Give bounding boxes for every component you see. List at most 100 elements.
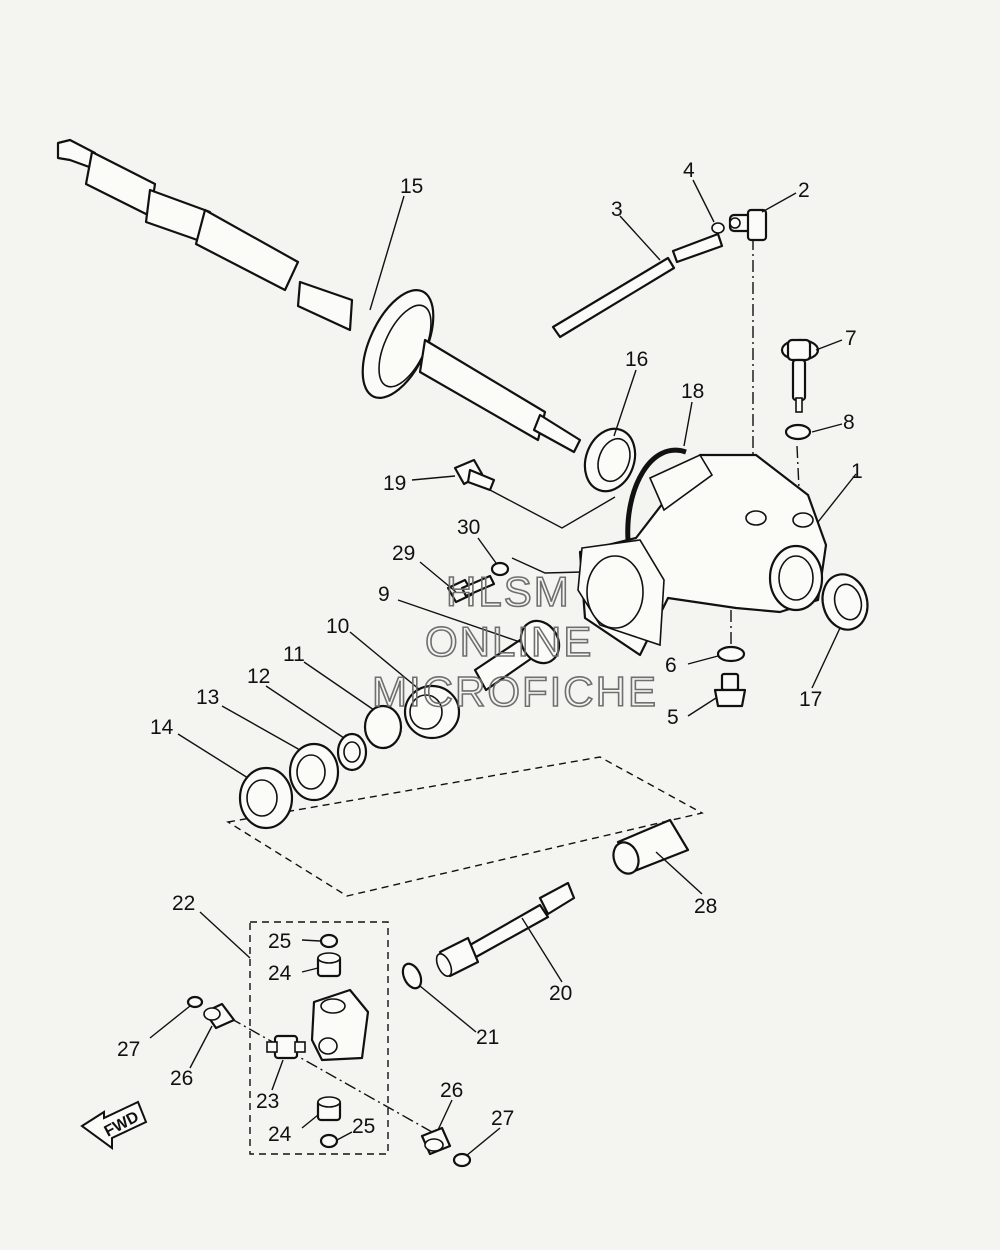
callout-15: 15: [400, 175, 423, 198]
leader-30: [477, 537, 497, 564]
circlip-25-bottom: [319, 1133, 339, 1149]
guide-line-bolt-29: [511, 557, 583, 574]
callout-28: 28: [694, 895, 717, 918]
leader-17: [811, 627, 841, 689]
callout-4: 4: [683, 159, 695, 182]
guide-line-bolt-19: [489, 489, 616, 529]
rear-axle-shaft: [56, 138, 582, 454]
callout-17: 17: [799, 688, 822, 711]
callout-21: 21: [476, 1026, 499, 1049]
drive-pinion-gear: [473, 619, 561, 692]
bearing-10: [403, 684, 461, 740]
bearing-cup-24-top: [316, 952, 342, 978]
callout-14: 14: [150, 716, 174, 739]
leader-14: [177, 733, 249, 779]
leader-26-right: [437, 1099, 453, 1131]
leader-23: [271, 1059, 284, 1091]
leader-15: [369, 195, 405, 311]
leader-18: [683, 401, 693, 447]
callout-3: 3: [611, 198, 623, 221]
callout-6: 6: [665, 654, 677, 677]
circlip-27-left: [186, 995, 204, 1009]
fwd-arrow-icon: FWD: [80, 1100, 148, 1150]
bearing-cup-26-right: [420, 1126, 452, 1156]
yoke: [310, 988, 370, 1062]
vent-hose: [551, 256, 676, 339]
leader-27-right: [465, 1127, 501, 1157]
breather-plug: [780, 338, 820, 413]
watermark-line-3: MICROFICHE: [372, 668, 658, 715]
watermark-line-1: HLSM: [446, 568, 571, 615]
gasket-18: [625, 447, 687, 541]
leader-27-left: [149, 1005, 191, 1039]
gasket-washer-6: [716, 645, 746, 663]
leader-2: [761, 192, 797, 213]
circlip-25-top: [319, 933, 339, 949]
vent-fitting: [728, 208, 768, 242]
bearing-13: [288, 742, 340, 802]
callout-26-left: 26: [170, 1067, 193, 1090]
leader-8: [811, 423, 843, 433]
callout-30: 30: [457, 516, 480, 539]
guide-outline-shaft-20: [226, 756, 704, 897]
callout-18: 18: [681, 380, 704, 403]
hose-clip: [711, 222, 725, 234]
leader-12: [265, 685, 345, 739]
leader-20: [521, 917, 563, 983]
leader-16: [613, 369, 637, 437]
leader-13: [221, 705, 301, 751]
callout-27-right: 27: [491, 1107, 514, 1130]
callout-27-left: 27: [117, 1038, 140, 1061]
coupling-sleeve-28: [612, 818, 690, 875]
watermark: HLSM ONLINE MICROFICHE: [371, 567, 658, 716]
leader-21: [419, 985, 477, 1033]
oil-seal-16: [583, 427, 637, 493]
guide-line-ujoint: [229, 1017, 433, 1133]
leader-9: [397, 599, 521, 643]
callout-22: 22: [172, 892, 195, 915]
leader-29: [419, 561, 457, 593]
universal-joint-kit-box: [249, 921, 389, 1155]
oil-seal-17: [821, 573, 869, 631]
leader-26-left: [189, 1025, 213, 1069]
leader-1: [817, 473, 857, 523]
leader-19: [411, 475, 456, 481]
bearing-cup-26-left: [203, 1002, 236, 1030]
callout-16: 16: [625, 348, 648, 371]
callout-26-right: 26: [440, 1079, 463, 1102]
callout-25-top: 25: [268, 930, 291, 953]
bearing-12: [336, 732, 368, 772]
callout-9: 9: [378, 583, 390, 606]
callout-1: 1: [851, 460, 863, 483]
watermark-line-2: ONLINE: [425, 618, 593, 665]
callout-23: 23: [256, 1090, 279, 1113]
callout-11: 11: [283, 643, 305, 666]
leader-5: [687, 697, 717, 717]
callout-20: 20: [549, 982, 572, 1005]
leader-4: [692, 179, 715, 223]
propeller-shaft-20: [435, 881, 576, 978]
vent-hose-short: [671, 232, 724, 264]
callout-8: 8: [843, 411, 855, 434]
leader-3: [619, 215, 661, 261]
leader-24-bottom: [301, 1114, 319, 1129]
circlip-21: [401, 962, 423, 990]
washer-30: [490, 561, 510, 577]
leader-22: [199, 911, 251, 959]
bearing-cup-24-bottom: [316, 1096, 342, 1122]
callout-2: 2: [798, 179, 810, 202]
leader-11: [303, 661, 375, 711]
final-gear-case: [577, 453, 828, 657]
o-ring-8: [784, 423, 812, 441]
leader-6: [687, 655, 719, 665]
o-ring-11: [363, 704, 403, 750]
bolt-29: [446, 574, 496, 604]
callout-24-top: 24: [268, 962, 292, 985]
leader-28: [655, 851, 703, 895]
leader-10: [349, 631, 421, 691]
callout-10: 10: [326, 615, 349, 638]
circlip-27-right: [452, 1152, 472, 1168]
callout-13: 13: [196, 686, 219, 709]
leader-25-top: [301, 939, 321, 942]
